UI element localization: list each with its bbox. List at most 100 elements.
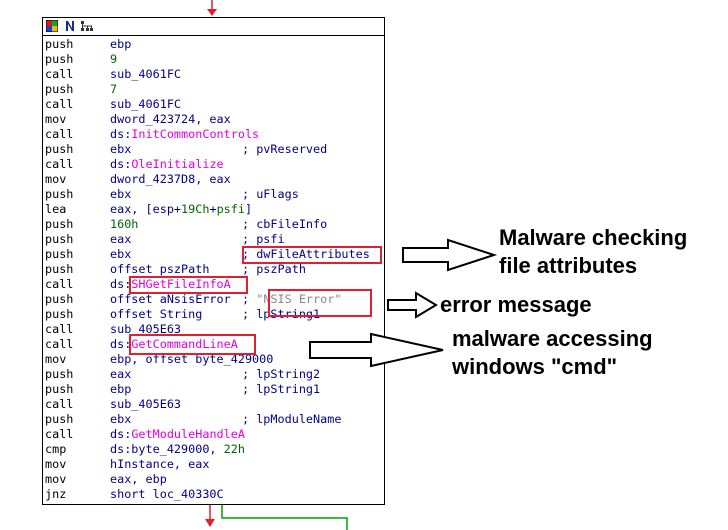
operands: ebx xyxy=(110,412,131,427)
annotation-file-attributes: Malware checking file attributes xyxy=(499,225,688,278)
operand[interactable]: ebx xyxy=(110,187,132,201)
operand[interactable]: ds: xyxy=(110,337,132,351)
operand[interactable]: dword_423724, eax xyxy=(110,112,231,126)
comment: ; uFlags xyxy=(242,187,299,202)
operand[interactable]: ebx xyxy=(110,142,132,156)
mnemonic: push xyxy=(45,217,74,231)
operand[interactable]: ds: xyxy=(110,127,132,141)
comment-text: ; psfi xyxy=(242,232,285,246)
operand[interactable]: hInstance, eax xyxy=(110,457,210,471)
operands: ds:OleInitialize xyxy=(110,157,224,172)
mnemonic: mov xyxy=(45,352,67,366)
operands: 7 xyxy=(110,82,117,97)
asm-line[interactable]: push eax ; psfi xyxy=(45,232,384,247)
operand[interactable]: sub_4061FC xyxy=(110,97,182,111)
node-name-icon[interactable] xyxy=(64,20,76,32)
operand[interactable]: offset pszPath xyxy=(110,262,210,276)
operand[interactable]: 19Ch xyxy=(181,202,210,216)
operand[interactable]: dword_4237D8, eax xyxy=(110,172,231,186)
operand[interactable]: ebx xyxy=(110,412,132,426)
operand[interactable]: ebx xyxy=(110,247,132,261)
operand[interactable]: psfi xyxy=(216,202,245,216)
graph-layout-icon[interactable] xyxy=(80,20,94,32)
mnemonic: push xyxy=(45,232,74,246)
operand[interactable]: short loc_40330C xyxy=(110,487,224,501)
operand[interactable]: 7 xyxy=(110,82,118,96)
operand[interactable]: GetModuleHandleA xyxy=(131,427,245,441)
operand[interactable]: ds: xyxy=(110,157,132,171)
comment-text: ; uFlags xyxy=(242,187,299,201)
asm-line[interactable]: cmp ds:byte_429000, 22h xyxy=(45,442,384,457)
operands: dword_4237D8, eax xyxy=(110,172,231,187)
operand[interactable]: GetCommandLineA xyxy=(131,337,238,351)
mnemonic: cmp xyxy=(45,442,67,456)
operand[interactable]: ebp xyxy=(110,37,132,51)
operand[interactable]: ebp xyxy=(110,382,132,396)
operand[interactable]: ds: xyxy=(110,277,132,291)
operand[interactable]: ] xyxy=(244,202,253,216)
operand[interactable]: InitCommonControls xyxy=(131,127,260,141)
operand[interactable]: SHGetFileInfoA xyxy=(131,277,231,291)
operand[interactable]: sub_405E63 xyxy=(110,397,182,411)
operand[interactable]: 160h xyxy=(110,217,139,231)
operand[interactable]: offset aNsisError xyxy=(110,292,231,306)
operand[interactable]: ds: xyxy=(110,427,132,441)
asm-line[interactable]: push 160h ; cbFileInfo xyxy=(45,217,384,232)
asm-line[interactable]: call sub_405E63 xyxy=(45,322,384,337)
mnemonic: call xyxy=(45,322,74,336)
mnemonic: push xyxy=(45,142,74,156)
operand[interactable]: offset String xyxy=(110,307,203,321)
highlight-dwfileattributes xyxy=(242,246,382,264)
mnemonic: call xyxy=(45,97,74,111)
asm-line[interactable]: call sub_4061FC xyxy=(45,97,384,112)
operand[interactable]: 9 xyxy=(110,52,118,66)
operand[interactable]: sub_405E63 xyxy=(110,322,182,336)
branch-taken-arrowhead xyxy=(205,519,215,527)
operands: 160h xyxy=(110,217,138,232)
operands: ebp, offset byte_429000 xyxy=(110,352,273,367)
operand[interactable]: ebp, offset byte_429000 xyxy=(110,352,274,366)
operand[interactable]: eax xyxy=(110,367,132,381)
comment: ; cbFileInfo xyxy=(242,217,327,232)
operands: offset String xyxy=(110,307,202,322)
operand[interactable]: + xyxy=(209,202,217,216)
operand[interactable]: eax, ebp xyxy=(110,472,167,486)
operand[interactable]: eax xyxy=(110,232,132,246)
graph-palette-icon[interactable] xyxy=(46,20,58,32)
comment-text: ; lpModuleName xyxy=(242,412,342,426)
asm-line[interactable]: push ebx ; lpModuleName xyxy=(45,412,384,427)
operand[interactable]: ds:byte_429000, xyxy=(110,442,224,456)
operand[interactable]: eax, [esp+ xyxy=(110,202,182,216)
operand[interactable]: 22h xyxy=(223,442,245,456)
operands: ds:GetModuleHandleA xyxy=(110,427,245,442)
operand[interactable]: sub_4061FC xyxy=(110,67,182,81)
mnemonic: push xyxy=(45,367,74,381)
mnemonic: push xyxy=(45,412,74,426)
operand[interactable]: OleInitialize xyxy=(131,157,224,171)
asm-line[interactable]: mov ebp, offset byte_429000 xyxy=(45,352,384,367)
